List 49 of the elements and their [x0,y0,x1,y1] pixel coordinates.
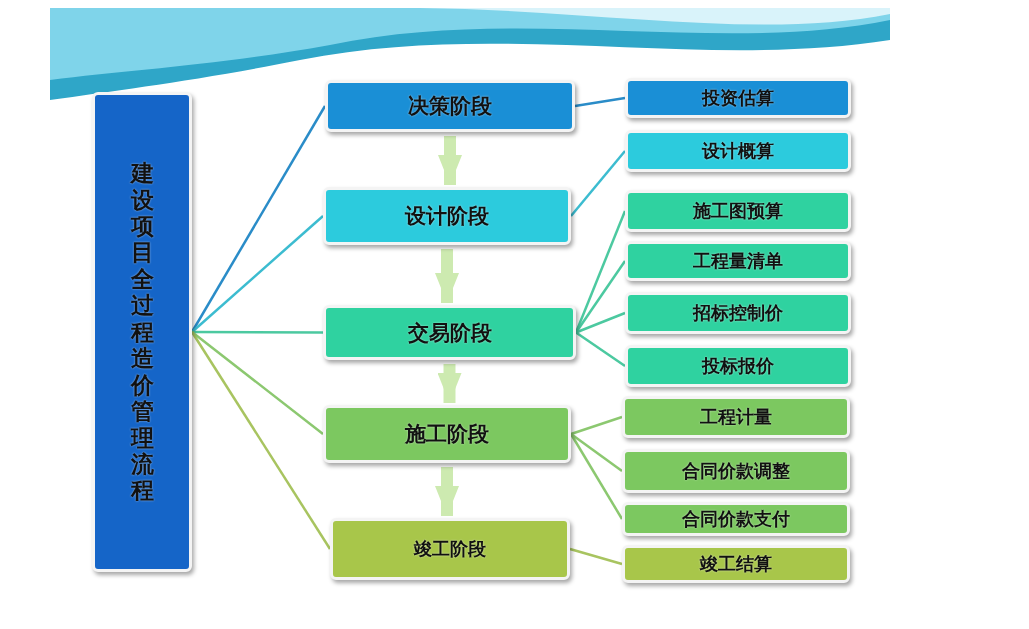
connector-line [575,311,626,334]
connector-line [190,105,327,333]
connector-line [190,331,332,550]
connector-line [570,433,623,472]
arrow [435,467,459,516]
stage-box [323,405,571,463]
box-label: 交易阶段 [407,319,492,347]
arrow [438,136,462,185]
box-label: 工程计量 [700,405,772,429]
stage-box [325,80,575,132]
box-label: 设计概算 [702,139,774,163]
stage-box [625,78,851,118]
box-label: 合同价款调整 [682,459,790,483]
arrow [435,249,459,303]
title-box [92,92,192,572]
connector-line [574,96,626,108]
stage-box [625,130,851,172]
stage-box [622,396,850,438]
connector-line [569,433,624,520]
box-label: 投资估算 [702,86,774,110]
stage-box [323,305,576,360]
stage-box [625,190,851,232]
box-label: 竣工结算 [700,552,772,576]
box-label: 投标报价 [702,354,774,378]
stage-box [622,449,850,493]
box-label: 合同价款支付 [682,507,790,531]
stage-box [330,518,570,580]
box-label: 设计阶段 [405,203,489,230]
box-label: 施工图预算 [693,199,783,223]
connector-line [191,331,324,435]
arrow [437,364,462,403]
stage-box [625,241,851,281]
vertical-title: 建设项目全过程造价管理流程 [130,160,154,504]
stage-box [323,187,571,245]
connector-line [569,547,623,566]
connector-line [570,415,623,436]
box-label: 竣工阶段 [414,537,486,561]
box-label: 招标控制价 [693,301,783,325]
connector-line [570,150,626,217]
connector-line [191,215,324,333]
stage-box [625,345,851,387]
box-label: 工程量清单 [693,249,783,273]
stage-box [625,292,851,334]
box-label: 施工阶段 [405,421,489,448]
box-label: 决策阶段 [408,93,492,120]
connector-line [192,330,323,334]
stage-box [622,545,850,583]
stage-box [622,502,850,536]
connector-line [575,331,626,368]
